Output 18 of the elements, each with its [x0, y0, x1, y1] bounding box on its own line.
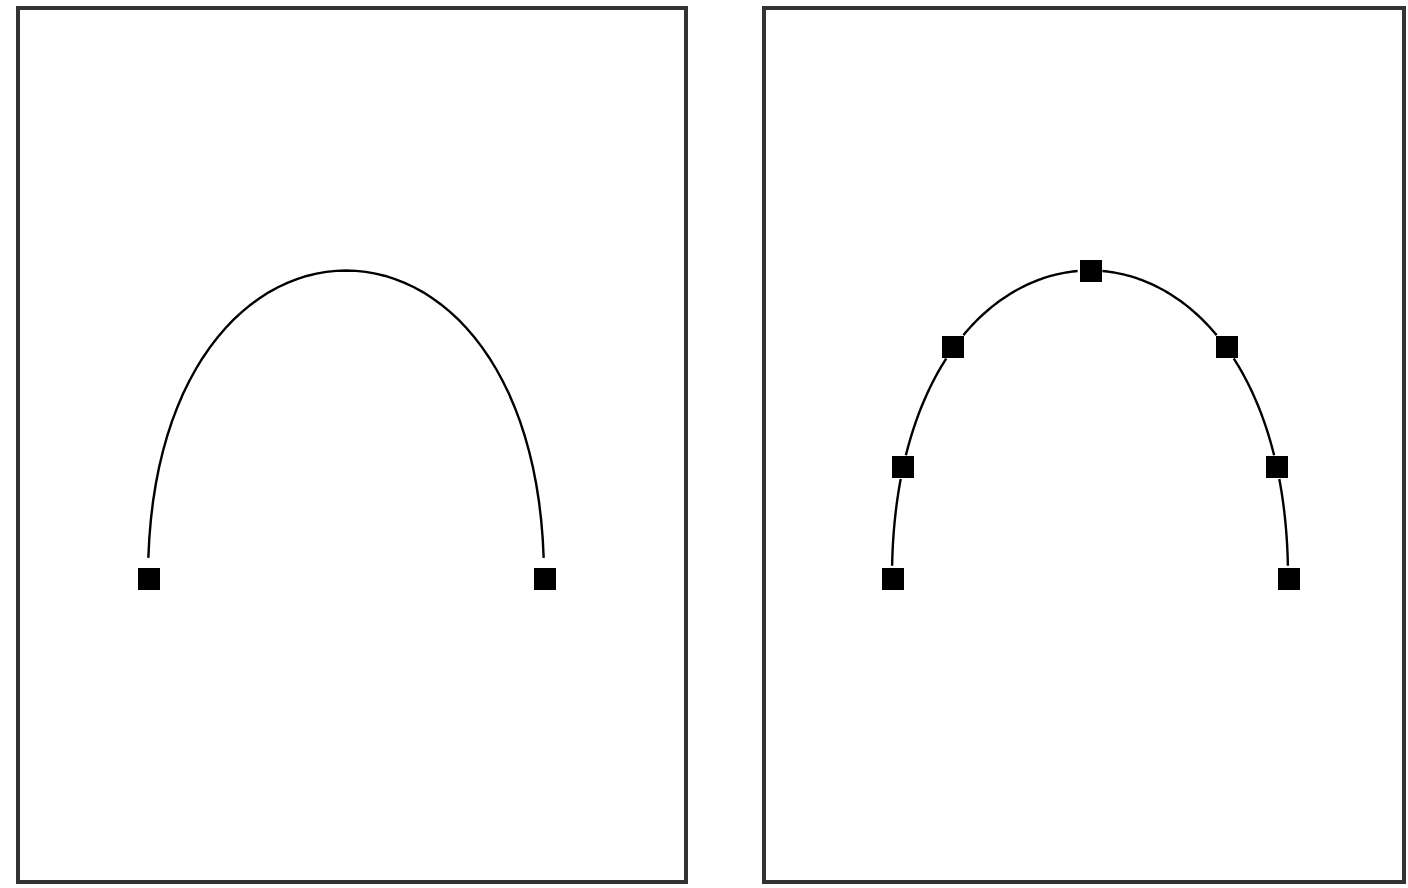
- panel-frame: [762, 6, 1406, 884]
- anchor-point: [1215, 336, 1238, 359]
- curve-segment: [904, 357, 948, 456]
- anchor-point: [1079, 259, 1101, 282]
- curve-segment: [962, 269, 1078, 336]
- anchor-point: [881, 567, 903, 589]
- anchor-point: [942, 336, 965, 359]
- curve-segment: [1232, 357, 1276, 456]
- curve-segment: [890, 478, 902, 566]
- anchor-point: [1277, 567, 1299, 589]
- anchor-point: [1265, 456, 1288, 479]
- curve-segment: [147, 269, 545, 558]
- anchor-point: [892, 456, 915, 479]
- panel-frame: [16, 6, 688, 884]
- anchor-point: [137, 567, 159, 589]
- curve-segment: [1102, 269, 1218, 336]
- curve-segment: [1278, 478, 1290, 566]
- anchor-point: [533, 567, 555, 589]
